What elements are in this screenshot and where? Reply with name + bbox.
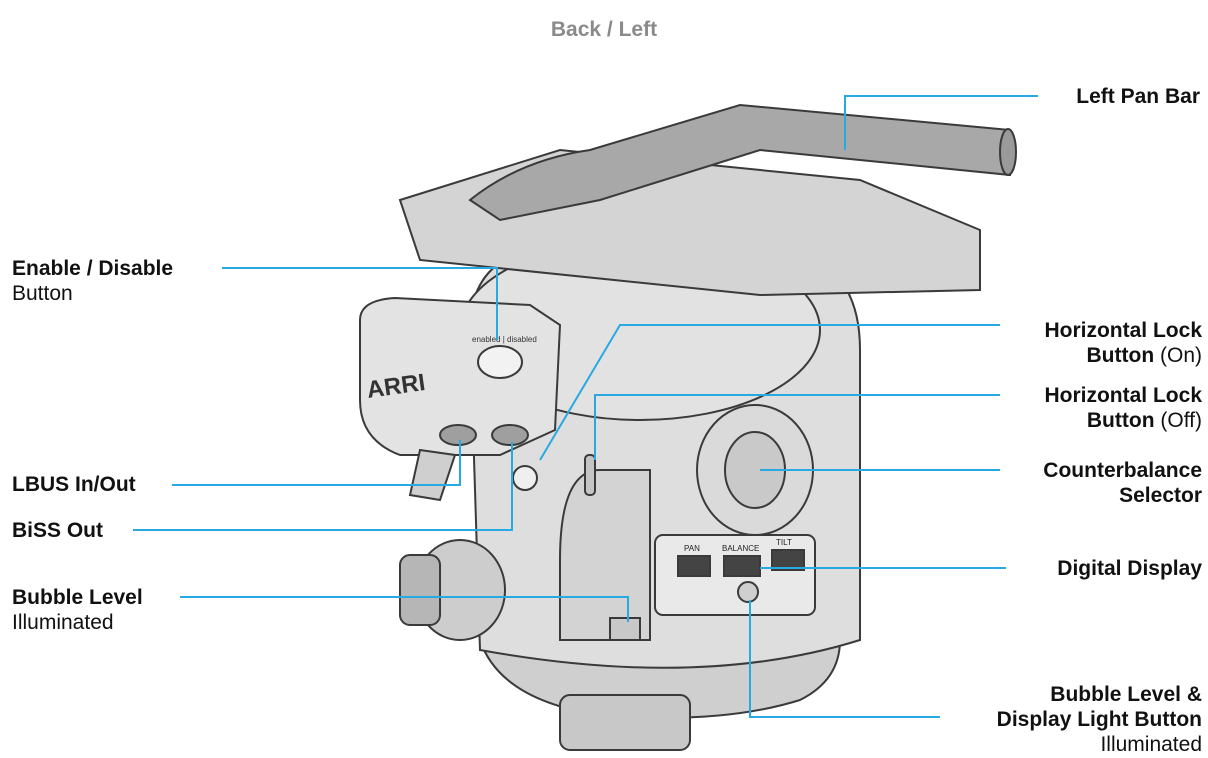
display-tilt bbox=[771, 549, 805, 571]
label-digital-display: Digital Display bbox=[1057, 557, 1202, 580]
lbus-connector bbox=[408, 448, 457, 502]
display-balance bbox=[723, 555, 761, 577]
display-label-tilt: TILT bbox=[776, 538, 792, 547]
leader-bubble-level bbox=[180, 596, 629, 622]
leader-h-lock-on bbox=[539, 324, 1000, 461]
enable-label-text: enabled | disabled bbox=[472, 335, 537, 344]
label-left-pan-bar: Left Pan Bar bbox=[1076, 85, 1200, 108]
side-column bbox=[559, 469, 651, 641]
lbus-port bbox=[439, 424, 477, 446]
leader-left-pan-bar bbox=[844, 95, 1038, 150]
label-bubble-level: Bubble Level Illuminated bbox=[12, 586, 143, 634]
bubble-level-lever bbox=[399, 554, 441, 626]
enable-button-shape bbox=[477, 345, 523, 379]
lock-button-shape bbox=[512, 465, 538, 491]
biss-port bbox=[491, 424, 529, 446]
leader-enable-disable bbox=[222, 267, 498, 340]
display-label-pan: PAN bbox=[684, 544, 700, 553]
lock-slot bbox=[584, 454, 596, 496]
label-horizontal-lock-off: Horizontal Lock Button (Off) bbox=[1044, 384, 1202, 432]
leader-display-light bbox=[749, 600, 940, 718]
label-biss: BiSS Out bbox=[12, 519, 104, 542]
electronics-box bbox=[359, 296, 562, 456]
page-title: Back / Left bbox=[550, 18, 658, 41]
pan-bar bbox=[468, 103, 1011, 222]
display-light-button-shape bbox=[737, 581, 759, 603]
base-feet bbox=[559, 694, 691, 751]
leader-biss bbox=[133, 442, 513, 531]
display-label-balance: BALANCE bbox=[722, 544, 759, 553]
bubble-level-window bbox=[609, 617, 641, 641]
label-counterbalance: Counterbalance Selector bbox=[1043, 459, 1202, 507]
pan-bar-end bbox=[999, 128, 1017, 176]
label-display-light: Bubble Level & Display Light Button Illu… bbox=[996, 683, 1202, 756]
leader-lbus bbox=[172, 440, 461, 486]
label-horizontal-lock-on: Horizontal Lock Button (On) bbox=[1044, 319, 1202, 367]
leader-h-lock-off bbox=[594, 394, 1000, 460]
label-enable-disable: Enable / Disable Button bbox=[12, 257, 174, 305]
display-pan bbox=[677, 555, 711, 577]
label-lbus: LBUS In/Out bbox=[12, 473, 136, 496]
